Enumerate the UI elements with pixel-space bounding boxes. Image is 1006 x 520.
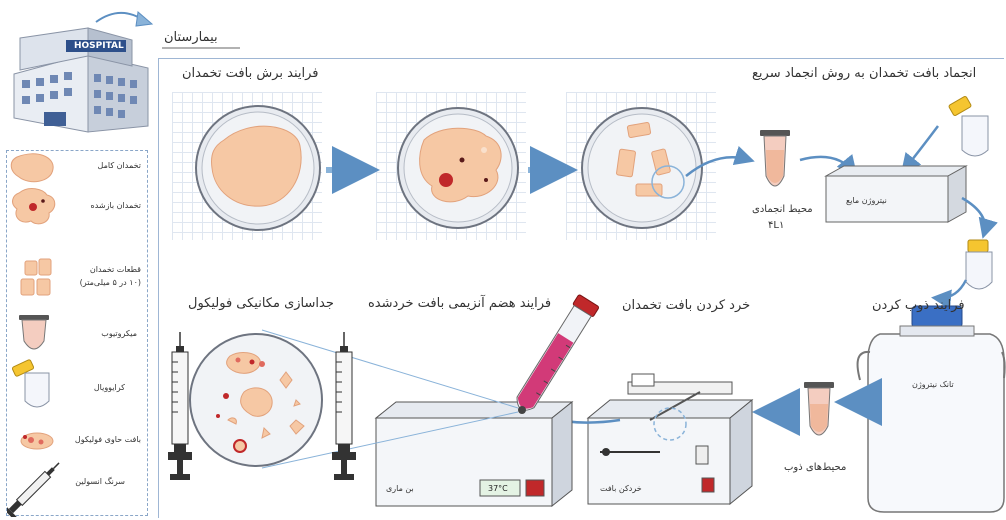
- follicle-isolation-circle: [190, 334, 322, 466]
- thawing-step-title: فرایند ذوب کردن: [872, 298, 965, 313]
- left-syringe-icon: [168, 332, 192, 480]
- cryovial-right-icon: [966, 240, 992, 289]
- mechanical-isolation-title: جداسازی مکانیکی فولیکول: [188, 296, 334, 311]
- freeze-medium-label: محیط انجمادی: [752, 204, 813, 215]
- right-syringe-icon: [332, 332, 356, 480]
- water-bath-temperature: 37°C: [488, 484, 508, 493]
- freezing-microtube-icon: [760, 130, 790, 186]
- ln2-box: [826, 166, 966, 222]
- freeze-medium-code: ۴L۱: [768, 220, 784, 231]
- cryovial-top-icon: [948, 96, 988, 156]
- enzyme-tube-icon: [511, 294, 599, 415]
- petri-dish-fragments: [582, 108, 702, 228]
- ln2-tank-icon: [858, 306, 1005, 512]
- arrow-cryovial-to-ln2: [904, 126, 938, 170]
- water-bath-label: بن ماری: [386, 484, 414, 493]
- mincing-step-title: خرد کردن بافت تخمدان: [622, 298, 750, 313]
- petri-dish-opened-ovary: [398, 108, 518, 228]
- thaw-microtube-icon: [804, 382, 834, 435]
- thaw-media-label: محیط‌های ذوب: [784, 462, 846, 473]
- arrow-cryovial-to-tank: [936, 280, 966, 298]
- ln2-tank-label: تانک نیتروژن: [912, 380, 954, 389]
- ln2-box-label: نیتروژن مایع: [846, 196, 887, 205]
- digestion-step-title: فرایند هضم آنزیمی بافت خردشده: [368, 296, 551, 311]
- petri-dish-whole-ovary: [196, 106, 320, 230]
- mincer-label: خردکن بافت: [600, 484, 642, 493]
